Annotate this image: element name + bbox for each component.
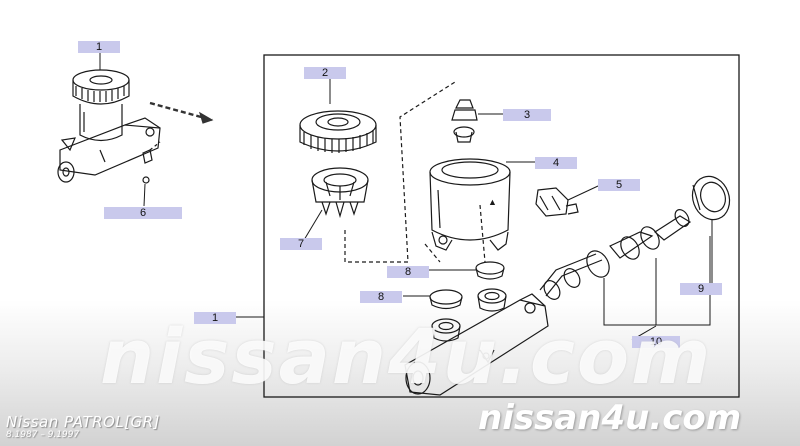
callout-3: 3 bbox=[503, 109, 551, 121]
level-switch bbox=[535, 187, 579, 217]
callout-5: 5 bbox=[598, 179, 640, 191]
strainer bbox=[311, 167, 369, 219]
guide-lines bbox=[344, 81, 486, 263]
reservoir-adaptor bbox=[451, 99, 478, 143]
callout-10: 10 bbox=[632, 336, 680, 348]
model-dates: 8.1987 – 9.1997 bbox=[6, 430, 80, 440]
cylinder-body bbox=[404, 288, 549, 396]
watermark-corner: nissan4u.com bbox=[478, 398, 742, 438]
direction-arrow bbox=[149, 101, 214, 124]
callout-7: 7 bbox=[280, 238, 322, 250]
callout-6: 6 bbox=[104, 207, 182, 219]
reservoir-cap bbox=[299, 110, 377, 153]
svg-text:▲: ▲ bbox=[488, 197, 497, 207]
grommets bbox=[429, 261, 505, 310]
leader-lines bbox=[99, 52, 713, 341]
detail-frame bbox=[263, 54, 740, 398]
callout-9: 9 bbox=[680, 283, 722, 295]
callout-4: 4 bbox=[535, 157, 577, 169]
callout-1-overview: 1 bbox=[78, 41, 120, 53]
reservoir-tank: ▲ bbox=[429, 158, 511, 251]
washer bbox=[142, 176, 150, 184]
callout-8-lower: 8 bbox=[360, 291, 402, 303]
watermark-center: nissan4u.com bbox=[100, 312, 713, 401]
callout-8-upper: 8 bbox=[387, 266, 429, 278]
callout-2: 2 bbox=[304, 67, 346, 79]
model-title: Nissan PATROL[GR] bbox=[6, 413, 160, 431]
piston-kit bbox=[539, 209, 711, 326]
assembly-overview bbox=[57, 69, 161, 183]
dust-boot bbox=[691, 175, 731, 221]
callout-1-body: 1 bbox=[194, 312, 236, 324]
